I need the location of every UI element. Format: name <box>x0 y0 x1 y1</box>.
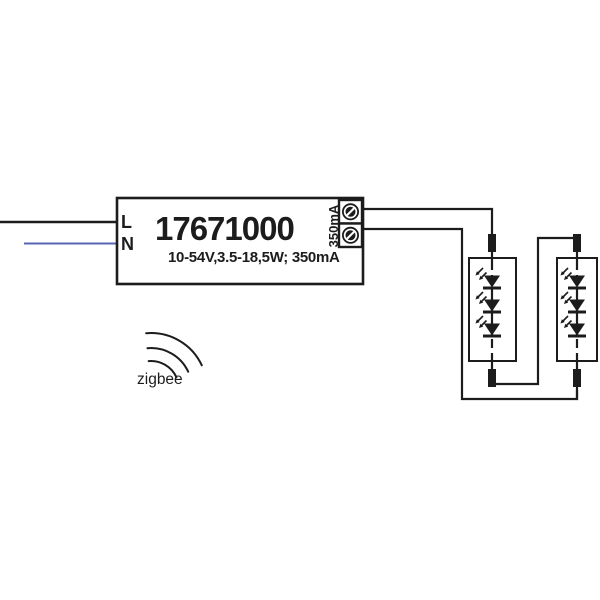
zigbee-waves-icon <box>145 331 203 379</box>
led-module-2 <box>556 234 598 399</box>
series-link-wire <box>492 236 577 386</box>
connector-block <box>573 234 581 252</box>
connector-block <box>488 369 496 387</box>
connector-block <box>573 369 581 387</box>
terminal-label-n: N <box>121 234 134 254</box>
zigbee-label: zigbee <box>137 371 183 388</box>
led-module-1 <box>468 234 517 387</box>
connector-block <box>488 234 496 252</box>
driver-model-number: 17671000 <box>155 210 295 247</box>
screw-terminal-icon <box>341 203 360 221</box>
output-wire-positive <box>362 207 494 252</box>
screw-terminal-icon <box>341 226 360 244</box>
output-current-label: 350mA <box>326 204 341 248</box>
driver-box <box>115 196 365 286</box>
output-terminal-block <box>337 198 364 249</box>
driver-spec-text: 10-54V,3.5-18,5W; 350mA <box>168 249 340 266</box>
terminal-label-l: L <box>121 212 132 232</box>
